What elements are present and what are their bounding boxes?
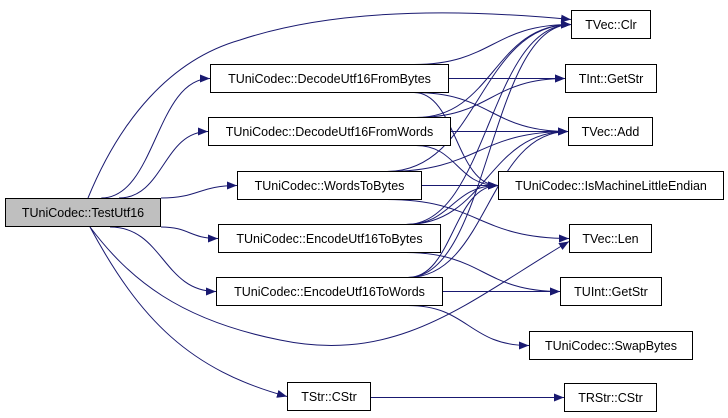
edge-dfw-to-intgs bbox=[415, 74, 566, 118]
edge-etw-to-clr bbox=[407, 20, 572, 278]
edge-etw-to-add bbox=[407, 127, 569, 278]
node-encode-utf16-to-words[interactable]: TUniCodec::EncodeUtf16ToWords bbox=[216, 277, 443, 306]
node-tuint-getstr[interactable]: TUInt::GetStr bbox=[560, 277, 662, 306]
edge-root-to-etw bbox=[109, 226, 217, 296]
node-is-machine-little-endian[interactable]: TUniCodec::IsMachineLittleEndian bbox=[498, 171, 724, 200]
edge-dfb-to-clr bbox=[413, 20, 572, 65]
edge-root-to-dfb bbox=[101, 74, 211, 199]
edge-root-to-wtb bbox=[160, 181, 238, 199]
edge-etb-to-imle bbox=[405, 181, 499, 225]
node-trstr-cstr[interactable]: TRStr::CStr bbox=[564, 383, 657, 412]
edge-dfw-to-imle bbox=[415, 145, 499, 190]
edge-root-to-dfw bbox=[118, 127, 209, 199]
edge-root-to-clr bbox=[87, 12, 572, 199]
edge-etb-to-add bbox=[405, 127, 569, 225]
node-decode-utf16-from-words[interactable]: TUniCodec::DecodeUtf16FromWords bbox=[208, 117, 451, 146]
edge-etb-to-clr bbox=[405, 20, 572, 225]
node-tvec-len[interactable]: TVec::Len bbox=[569, 224, 652, 253]
node-test-utf16: TUniCodec::TestUtf16 bbox=[5, 198, 161, 227]
edge-etw-to-imle bbox=[407, 181, 499, 278]
node-decode-utf16-from-bytes[interactable]: TUniCodec::DecodeUtf16FromBytes bbox=[210, 64, 449, 93]
node-tint-getstr[interactable]: TInt::GetStr bbox=[565, 64, 657, 93]
edge-root-to-tstr bbox=[89, 226, 288, 398]
node-tvec-add[interactable]: TVec::Add bbox=[568, 117, 653, 146]
node-tstr-cstr[interactable]: TStr::CStr bbox=[287, 382, 371, 411]
edge-wtb-to-clr bbox=[386, 20, 572, 172]
edge-root-to-etb bbox=[160, 226, 219, 243]
edge-etw-to-swap bbox=[407, 305, 530, 350]
node-tvec-clr[interactable]: TVec::Clr bbox=[571, 10, 651, 39]
node-encode-utf16-to-bytes[interactable]: TUniCodec::EncodeUtf16ToBytes bbox=[218, 224, 441, 253]
node-words-to-bytes[interactable]: TUniCodec::WordsToBytes bbox=[237, 171, 422, 200]
edge-dfb-to-add bbox=[413, 92, 569, 136]
node-swap-bytes[interactable]: TUniCodec::SwapBytes bbox=[529, 331, 693, 360]
edge-wtb-to-len bbox=[386, 199, 570, 243]
edge-dfb-to-imle bbox=[413, 92, 499, 190]
edge-etb-to-uintgs bbox=[405, 252, 561, 296]
